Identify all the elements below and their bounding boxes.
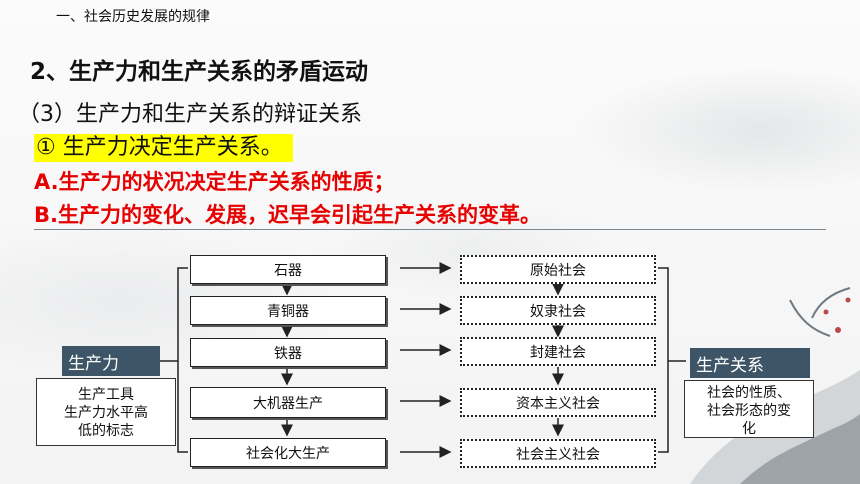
- point-a-text: A.生产力的状况决定生产关系的性质；: [34, 170, 395, 194]
- relations-label: 生产关系: [690, 348, 810, 378]
- productivity-note-line: 生产工具: [78, 387, 134, 403]
- productivity-note: 生产工具 生产力水平高 低的标志: [36, 378, 176, 446]
- relations-note-line: 化: [742, 421, 756, 437]
- productivity-box-socialized: 社会化大生产: [190, 438, 386, 467]
- relations-box-primitive: 原始社会: [460, 255, 656, 284]
- relations-note: 社会的性质、 社会形态的变 化: [684, 380, 814, 438]
- relations-box-slave: 奴隶社会: [460, 296, 656, 325]
- point-b-text: B.生产力的变化、发展，迟早会引起生产关系的变革。: [34, 203, 541, 227]
- productivity-box-bronze: 青铜器: [190, 296, 386, 325]
- relations-note-line: 社会的性质、: [707, 385, 791, 401]
- productivity-note-line: 低的标志: [78, 423, 134, 439]
- productivity-box-iron: 铁器: [190, 338, 386, 367]
- heading-level-3: （3）生产力和生产关系的辩证关系: [18, 102, 362, 127]
- productivity-box-stone: 石器: [190, 255, 386, 284]
- productivity-note-line: 生产力水平高: [64, 405, 148, 421]
- productivity-label: 生产力: [62, 346, 160, 376]
- relations-box-socialist: 社会主义社会: [460, 439, 656, 468]
- relations-note-line: 社会形态的变: [707, 403, 791, 419]
- relations-box-feudal: 封建社会: [460, 337, 656, 366]
- section-title: 一、社会历史发展的规律: [56, 9, 210, 25]
- relations-box-capitalist: 资本主义社会: [460, 388, 656, 417]
- divider-line: [34, 229, 826, 230]
- heading-level-2: 2、生产力和生产关系的矛盾运动: [30, 59, 369, 85]
- highlighted-point: ① 生产力决定生产关系。: [34, 134, 293, 162]
- productivity-box-machine: 大机器生产: [190, 387, 386, 418]
